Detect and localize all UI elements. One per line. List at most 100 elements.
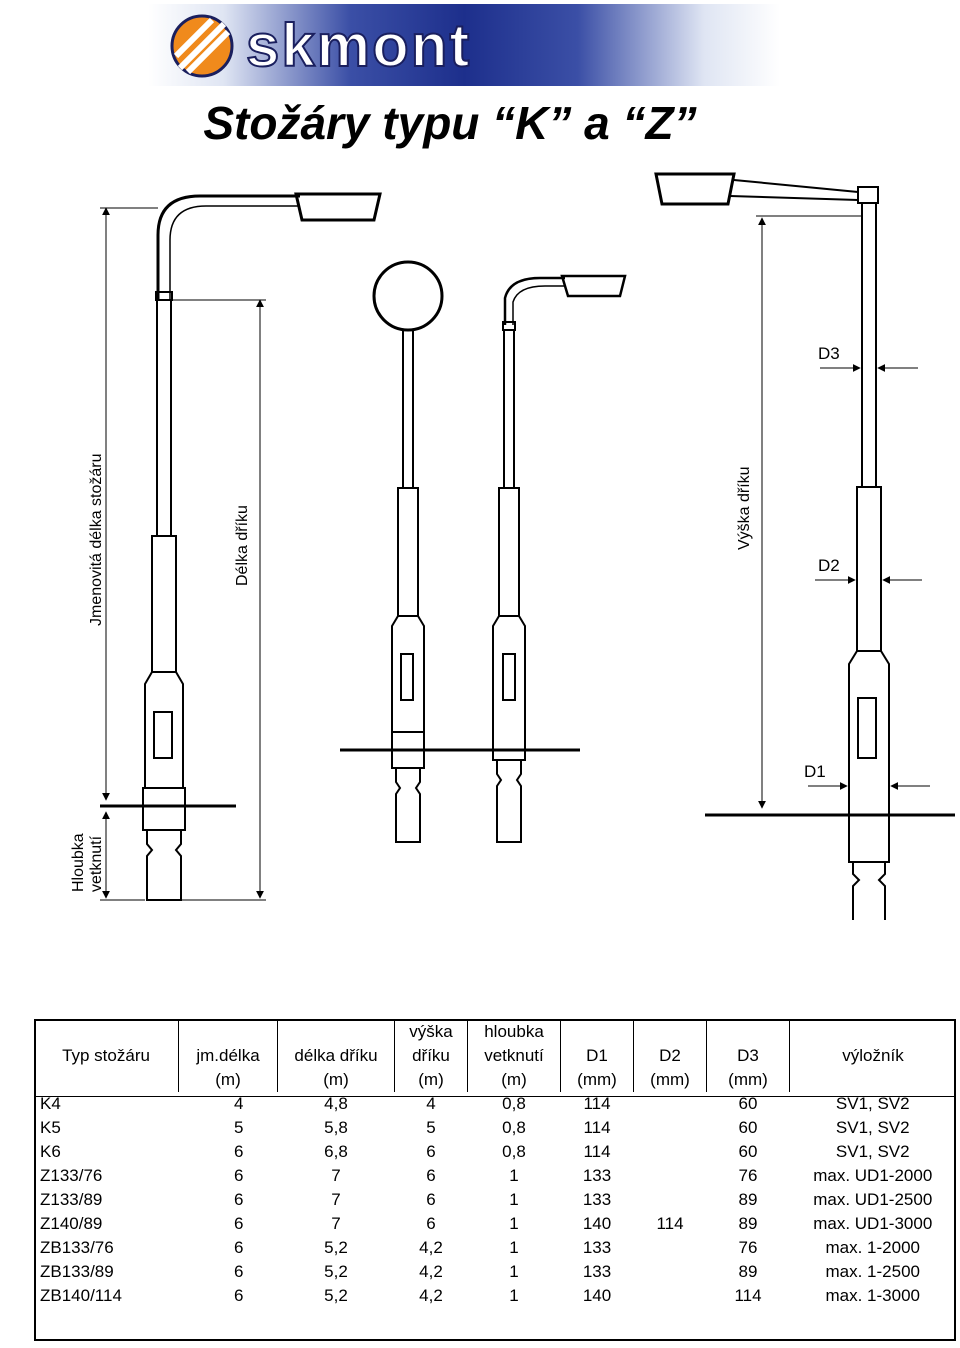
cell-delka-driku: 7 [331, 1166, 341, 1185]
cell-vyska-driku: 4,2 [419, 1286, 443, 1305]
cell-vyloznik: SV1, SV2 [835, 1118, 910, 1137]
cell-jm-delka: 6 [234, 1214, 244, 1233]
cell-delka-driku: 5,2 [324, 1238, 348, 1257]
cell-d2 [634, 1188, 707, 1212]
col-typ: Typ stožáru [62, 1046, 150, 1065]
cell-typ: ZB140/114 [40, 1286, 122, 1305]
cell-d1: 140 [582, 1286, 612, 1305]
cell-d2: 114 [656, 1214, 684, 1233]
cell-d2 [634, 1140, 707, 1164]
label-hloubka-line2: vetknutí [88, 835, 105, 892]
label-d1: D1 [804, 762, 826, 781]
cell-d2 [634, 1284, 707, 1308]
cell-vyloznik: max. 1-2000 [825, 1238, 921, 1257]
table-header-row: Typ stožáru jm.délka(m) délka dříku(m) v… [34, 1020, 956, 1092]
col-d3: D3(mm) [706, 1020, 790, 1092]
cell-hloubka: 1 [509, 1214, 519, 1233]
label-jmenovita-delka: Jmenovitá délka stožáru [88, 453, 105, 626]
label-d3: D3 [818, 344, 840, 363]
label-delka-driku: Délka dříku [234, 505, 251, 586]
cell-d3: 60 [738, 1118, 758, 1137]
cell-vyloznik: max. 1-2500 [825, 1262, 921, 1281]
cell-delka-driku: 5,8 [324, 1118, 348, 1137]
cell-d2 [634, 1164, 707, 1188]
cell-vyloznik: max. UD1-2500 [813, 1190, 933, 1209]
cell-d3: 76 [738, 1238, 758, 1257]
logo-text: skmont [245, 11, 472, 80]
header-banner [148, 4, 780, 86]
cell-vyska-driku: 4 [426, 1094, 436, 1113]
cell-d1: 114 [583, 1094, 611, 1113]
page-title: Stožáry typu “K” a “Z” [203, 97, 697, 149]
cell-typ: Z133/76 [40, 1166, 103, 1185]
cell-d3: 60 [738, 1094, 758, 1113]
cell-vyska-driku: 6 [426, 1190, 436, 1209]
cell-d3: 114 [734, 1286, 762, 1305]
cell-typ: ZB133/89 [40, 1262, 114, 1281]
skmont-logo-icon [170, 14, 234, 78]
cell-d1: 133 [582, 1190, 612, 1209]
cell-jm-delka: 6 [234, 1286, 244, 1305]
cell-delka-driku: 7 [331, 1190, 341, 1209]
cell-jm-delka: 6 [234, 1190, 244, 1209]
cell-hloubka: 1 [509, 1262, 519, 1281]
cell-delka-driku: 7 [331, 1214, 341, 1233]
cell-jm-delka: 5 [234, 1118, 244, 1137]
cell-delka-driku: 5,2 [324, 1262, 348, 1281]
pole-z [654, 172, 955, 920]
cell-d2 [634, 1116, 707, 1140]
spec-table: Typ stožáru jm.délka(m) délka dříku(m) v… [34, 1020, 956, 1308]
pole-small-k [492, 274, 627, 843]
table-row: Z133/89 6 7 6 1 133 89 max. UD1-2500 [34, 1188, 956, 1212]
cell-hloubka: 1 [509, 1166, 519, 1185]
cell-vyloznik: max. UD1-2000 [813, 1166, 933, 1185]
cell-vyska-driku: 4,2 [419, 1262, 443, 1281]
cell-d1: 133 [582, 1238, 612, 1257]
cell-typ: K4 [40, 1094, 61, 1113]
cell-d1: 140 [582, 1214, 612, 1233]
cell-d3: 89 [738, 1214, 758, 1233]
cell-vyska-driku: 4,2 [419, 1238, 443, 1257]
cell-d1: 114 [583, 1118, 611, 1137]
cell-hloubka: 1 [509, 1238, 519, 1257]
cell-hloubka: 1 [509, 1286, 519, 1305]
col-vyloznik: výložník [789, 1020, 956, 1092]
cell-d2 [634, 1260, 707, 1284]
cell-vyska-driku: 6 [426, 1166, 436, 1185]
cell-d1: 133 [582, 1166, 612, 1185]
cell-vyloznik: max. UD1-3000 [813, 1214, 933, 1233]
cell-vyska-driku: 5 [426, 1118, 436, 1137]
cell-hloubka: 1 [509, 1190, 519, 1209]
cell-jm-delka: 6 [234, 1166, 244, 1185]
cell-jm-delka: 6 [234, 1238, 244, 1257]
cell-vyska-driku: 6 [426, 1214, 436, 1233]
label-vyska-driku: Výška dříku [736, 466, 753, 550]
cell-vyloznik: max. 1-3000 [825, 1286, 921, 1305]
col-jm-delka: jm.délka(m) [178, 1020, 278, 1092]
cell-d3: 89 [738, 1190, 758, 1209]
cell-d2 [634, 1236, 707, 1260]
cell-typ: Z133/89 [40, 1190, 103, 1209]
col-delka-driku: délka dříku(m) [277, 1020, 395, 1092]
label-d2: D2 [818, 556, 840, 575]
cell-d2 [634, 1092, 707, 1116]
cell-typ: K6 [40, 1142, 61, 1161]
cell-d3: 89 [738, 1262, 758, 1281]
header-separator [34, 1096, 956, 1097]
cell-hloubka: 0,8 [502, 1142, 526, 1161]
cell-d3: 60 [738, 1142, 758, 1161]
cell-hloubka: 0,8 [502, 1118, 526, 1137]
label-hloubka-line1: Hloubka [70, 833, 87, 892]
cell-vyloznik: SV1, SV2 [835, 1142, 910, 1161]
cell-vyloznik: SV1, SV2 [835, 1094, 910, 1113]
cell-delka-driku: 4,8 [324, 1094, 348, 1113]
